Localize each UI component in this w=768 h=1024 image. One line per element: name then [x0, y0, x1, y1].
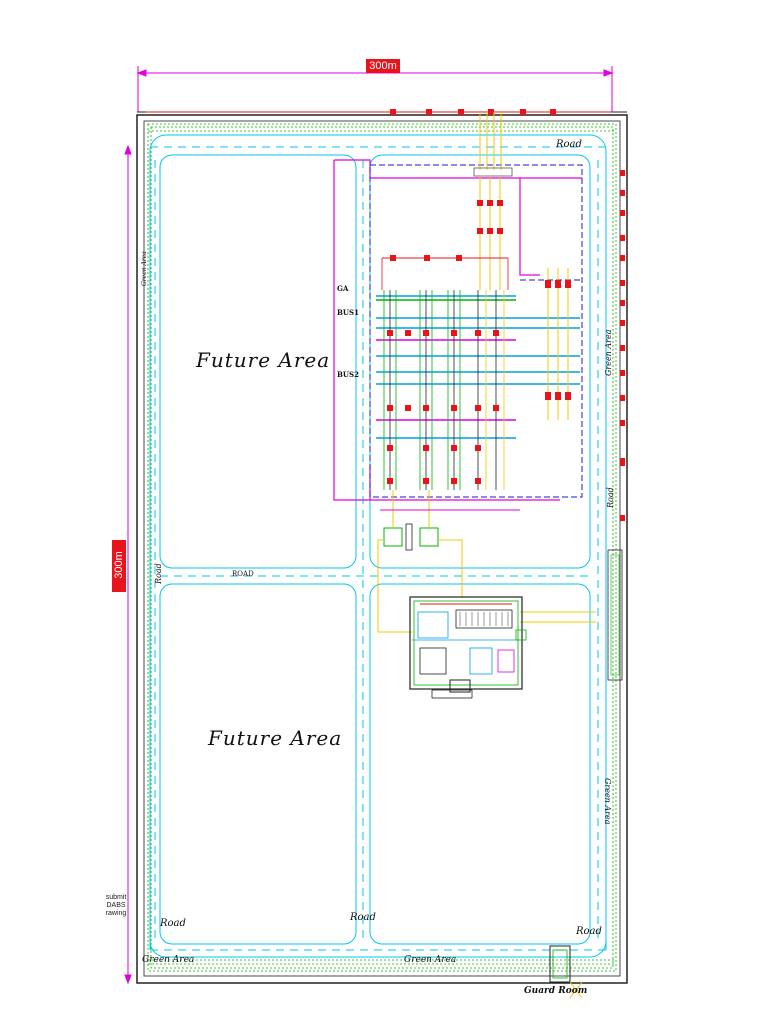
- future-area-2-label: Future Area: [208, 726, 343, 750]
- bus-label-bus2: BUS2: [337, 370, 359, 379]
- guard-room-label: Guard Room: [524, 986, 588, 996]
- transformer-bays: [545, 268, 571, 420]
- bus-label-bus1: BUS1: [337, 308, 359, 317]
- road-label-bottom-right: Road: [576, 926, 602, 937]
- green-area-strips: [147, 123, 617, 972]
- width-dimension-label: 300m: [366, 59, 400, 73]
- switchgear-bays: [381, 176, 509, 290]
- green-area-label-right-lower: Green Area: [603, 778, 612, 825]
- road-label-bottom-left: Road: [160, 918, 186, 929]
- road-label-bottom-mid: Road: [350, 912, 376, 923]
- green-area-label-left-vertical: Green Area: [141, 251, 148, 286]
- road-label-mid: ROAD: [232, 570, 254, 578]
- submit-note: submit DABS rawing: [105, 894, 127, 917]
- guard-room-building: [549, 945, 583, 999]
- incoming-feeders: [146, 109, 612, 177]
- road-label-left-vertical: Road: [154, 563, 163, 584]
- dimension-lines: [124, 66, 614, 985]
- green-area-label-bottom-left: Green Area: [142, 955, 195, 965]
- transformers: [377, 490, 596, 633]
- green-area-label-bottom-mid: Green Area: [404, 955, 457, 965]
- future-area-1-label: Future Area: [196, 348, 331, 372]
- road-network: [149, 134, 607, 958]
- road-label-top-right: Road: [556, 139, 582, 150]
- control-building: [409, 596, 527, 699]
- bus-label-ga: GA: [337, 284, 349, 293]
- east-equipment-panel: [607, 549, 623, 681]
- substation-fence: [333, 159, 582, 501]
- height-dimension-label: 300m: [112, 540, 126, 592]
- feeder-breakers: [387, 330, 499, 484]
- road-label-right-vertical: Road: [606, 487, 615, 508]
- site-boundary: [136, 111, 628, 984]
- height-dimension-text: 300m: [113, 551, 125, 579]
- boundary-equipment-strip: [620, 170, 625, 521]
- feeder-bays: [383, 290, 505, 490]
- green-area-label-right-upper: Green Area: [604, 329, 613, 376]
